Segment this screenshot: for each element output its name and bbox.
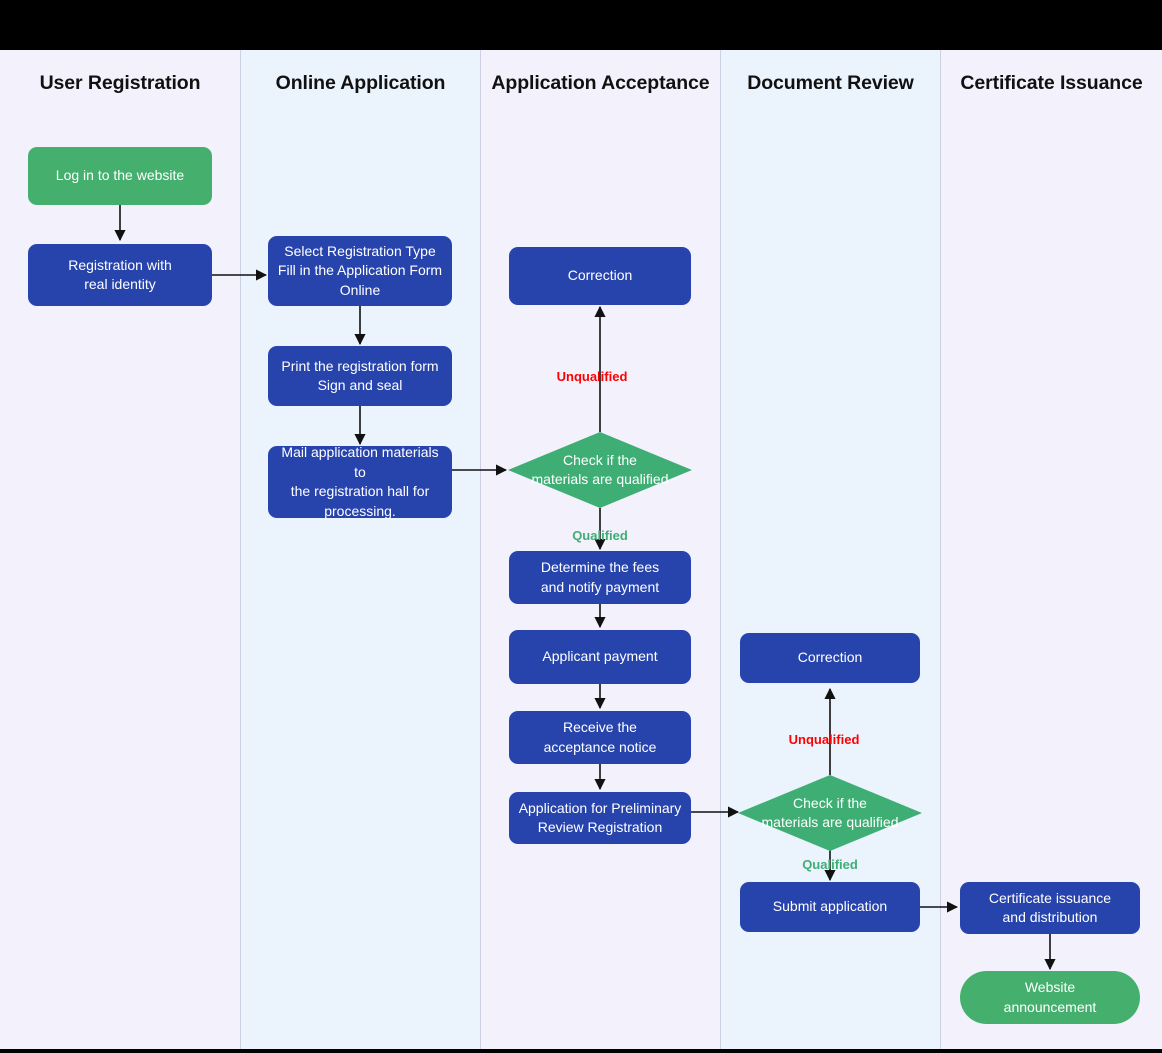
lane-title-user-registration: User Registration (39, 72, 201, 94)
node-check-1[interactable]: Check if the materials are qualified (508, 432, 692, 508)
node-certificate[interactable]: Certificate issuance and distribution (960, 882, 1140, 934)
node-select-type[interactable]: Select Registration Type Fill in the App… (268, 236, 452, 306)
node-check-1-label: Check if the materials are qualified (531, 451, 669, 488)
lane-title-certificate-issuance: Certificate Issuance (960, 72, 1143, 94)
lane-title-online-application: Online Application (275, 72, 446, 94)
node-announcement[interactable]: Website announcement (960, 971, 1140, 1024)
node-preliminary-review[interactable]: Application for Preliminary Review Regis… (509, 792, 691, 844)
node-check-2-label: Check if the materials are qualified (761, 794, 899, 831)
node-check-2[interactable]: Check if the materials are qualified (738, 775, 922, 851)
lane-title-application-acceptance: Application Acceptance (491, 72, 710, 94)
node-mail-materials[interactable]: Mail application materials to the regist… (268, 444, 452, 519)
node-login[interactable]: Log in to the website (28, 147, 212, 205)
node-correction-1[interactable]: Correction (509, 247, 691, 305)
node-correction-2[interactable]: Correction (740, 633, 920, 683)
node-determine-fees[interactable]: Determine the fees and notify payment (509, 551, 691, 604)
edge-label-unqualified-1: Unqualified (556, 369, 628, 384)
lane-online-application: Online Application (241, 50, 481, 1049)
edge-label-qualified-1: Qualified (572, 528, 628, 543)
node-print-form[interactable]: Print the registration form Sign and sea… (268, 346, 452, 406)
lane-title-document-review: Document Review (747, 72, 914, 94)
lane-application-acceptance: Application Acceptance (481, 50, 721, 1049)
node-acceptance-notice[interactable]: Receive the acceptance notice (509, 711, 691, 764)
node-applicant-payment[interactable]: Applicant payment (509, 630, 691, 684)
edge-label-qualified-2: Qualified (802, 857, 858, 872)
node-real-identity[interactable]: Registration with real identity (28, 244, 212, 306)
node-submit-application[interactable]: Submit application (740, 882, 920, 932)
edge-label-unqualified-2: Unqualified (788, 732, 860, 747)
